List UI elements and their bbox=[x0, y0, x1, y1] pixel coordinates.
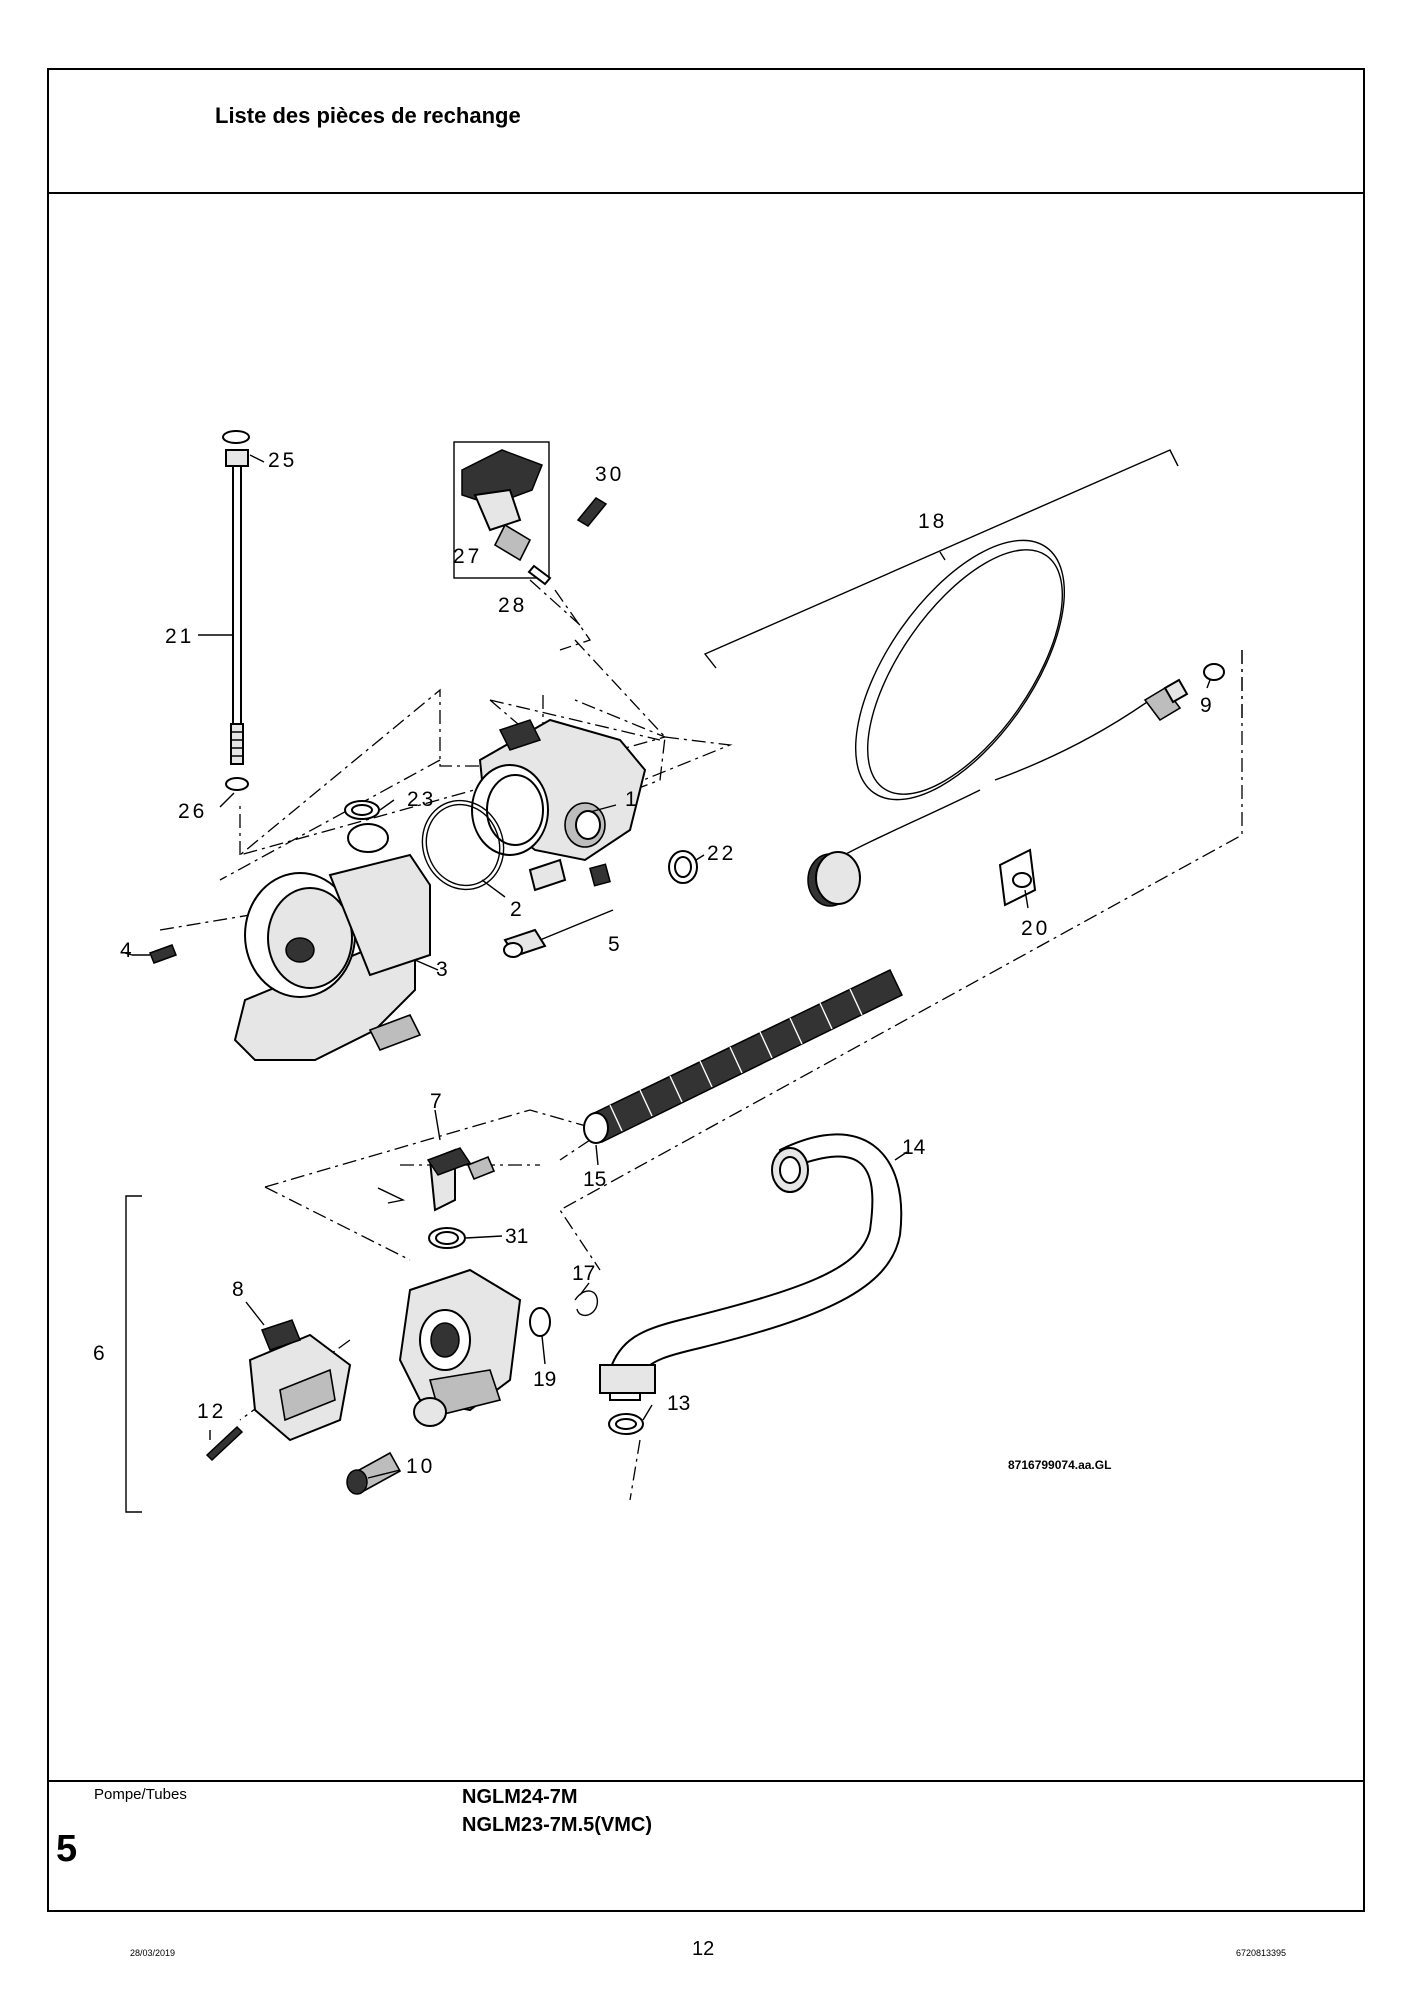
callout-12: 12 bbox=[197, 1400, 226, 1423]
spring-clip-30-icon bbox=[576, 497, 608, 527]
drawing-reference: 8716799074.aa.GL bbox=[1008, 1458, 1111, 1472]
callout-27: 27 bbox=[453, 545, 482, 568]
seal-9-icon bbox=[1203, 663, 1225, 681]
callout-31: 31 bbox=[505, 1225, 528, 1248]
sensor-27-box bbox=[453, 441, 550, 579]
callout-19: 19 bbox=[533, 1368, 556, 1391]
callout-18: 18 bbox=[918, 510, 947, 533]
callout-21: 21 bbox=[165, 625, 194, 648]
page-title: Liste des pièces de rechange bbox=[215, 103, 521, 128]
tube-nut-top bbox=[225, 449, 249, 467]
clip-17-icon bbox=[574, 1290, 599, 1316]
section-number: 5 bbox=[56, 1828, 78, 1870]
flexible-hose-15-icon bbox=[589, 968, 903, 1144]
temperature-sensor-9-icon bbox=[1143, 686, 1182, 722]
page-frame bbox=[47, 68, 1365, 1912]
valve-7-clip-icon bbox=[377, 1187, 406, 1204]
callout-4: 4 bbox=[120, 939, 135, 962]
pump-connector-icon bbox=[368, 1013, 422, 1052]
document-code: 6720813395 bbox=[1236, 1948, 1287, 1958]
callout-26: 26 bbox=[178, 800, 207, 823]
seal-25-icon bbox=[222, 430, 250, 444]
callout-9: 9 bbox=[1200, 694, 1215, 717]
sensor-27-icon bbox=[461, 449, 543, 506]
callout-10: 10 bbox=[406, 1455, 435, 1478]
bent-tube-14-icon bbox=[609, 1133, 903, 1401]
callout-20: 20 bbox=[1021, 917, 1050, 940]
capillary-18-loop bbox=[854, 539, 1066, 801]
o-ring-19-icon bbox=[529, 1307, 551, 1337]
section-name: Pompe/Tubes bbox=[94, 1786, 187, 1803]
model-name-1: NGLM24-7M bbox=[462, 1786, 578, 1808]
sensor-plug-icon bbox=[589, 863, 611, 887]
footer-divider bbox=[47, 1780, 1365, 1782]
model-name-2: NGLM23-7M.5(VMC) bbox=[462, 1814, 653, 1836]
tube-nut-13-end bbox=[599, 1364, 656, 1394]
seal-26-icon bbox=[225, 777, 249, 791]
connecting-tube-21-icon bbox=[232, 465, 242, 725]
screw-12-icon bbox=[205, 1425, 244, 1462]
page-number: 12 bbox=[692, 1938, 715, 1960]
callout-17: 17 bbox=[572, 1262, 595, 1285]
callout-15: 15 bbox=[583, 1168, 606, 1191]
sensor-clip-28-icon bbox=[527, 564, 552, 586]
callout-13: 13 bbox=[667, 1392, 690, 1415]
callout-2: 2 bbox=[510, 898, 525, 921]
callout-8: 8 bbox=[232, 1278, 247, 1301]
header-divider bbox=[47, 192, 1365, 194]
callout-5: 5 bbox=[608, 933, 623, 956]
print-date: 28/03/2019 bbox=[130, 1948, 176, 1958]
screw-4-icon bbox=[149, 944, 177, 964]
callout-22: 22 bbox=[707, 842, 736, 865]
callout-1: 1 bbox=[625, 788, 640, 811]
callout-6: 6 bbox=[93, 1342, 108, 1365]
callout-30: 30 bbox=[595, 463, 624, 486]
callout-28: 28 bbox=[498, 594, 527, 617]
callout-14: 14 bbox=[902, 1136, 926, 1159]
callout-23: 23 bbox=[407, 788, 436, 811]
callout-25: 25 bbox=[268, 449, 297, 472]
o-ring-2-icon bbox=[421, 799, 505, 891]
tube-thread-end bbox=[230, 723, 244, 765]
callout-3: 3 bbox=[436, 958, 451, 981]
callout-7: 7 bbox=[430, 1090, 445, 1113]
